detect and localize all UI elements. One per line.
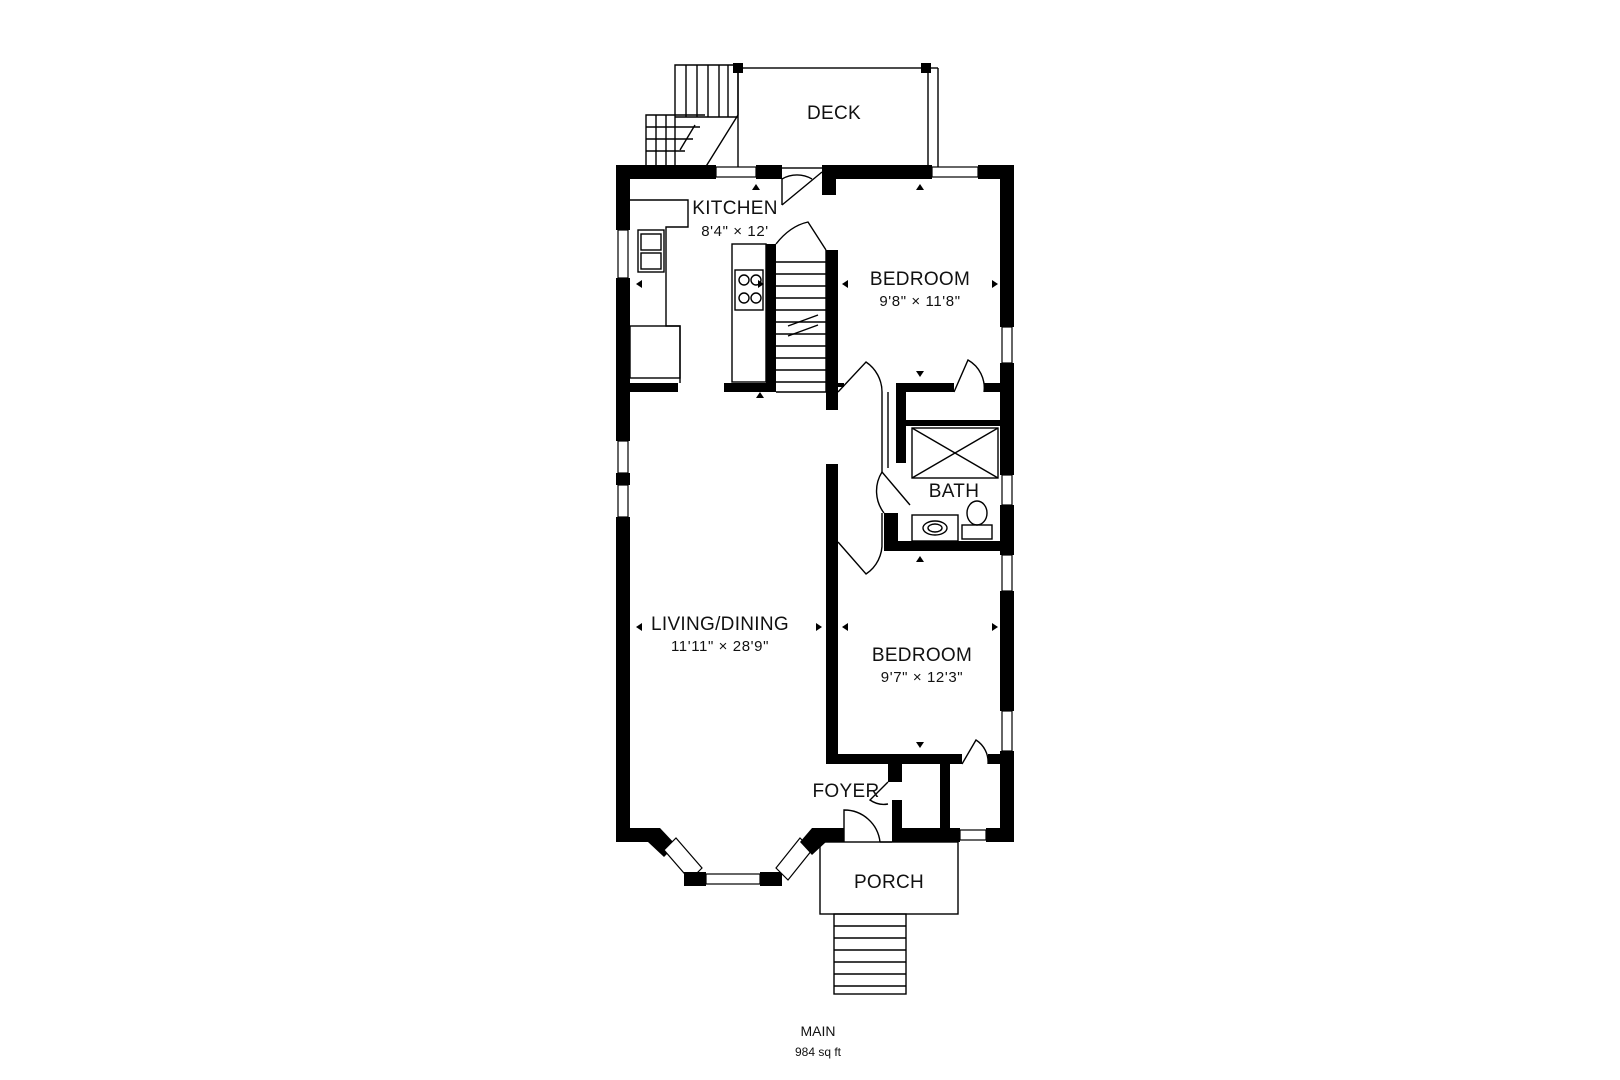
doors bbox=[781, 171, 989, 843]
floor-name: MAIN bbox=[801, 1023, 836, 1039]
kitchen-fixtures bbox=[629, 199, 767, 383]
exterior-walls bbox=[616, 165, 1014, 886]
bedroom-lower-dimensions: 9'7" × 12'3" bbox=[881, 669, 963, 686]
kitchen-label: KITCHEN bbox=[692, 198, 778, 219]
toilet-icon bbox=[966, 500, 988, 526]
interior-walls bbox=[630, 165, 1004, 828]
bath-fixtures bbox=[911, 427, 999, 542]
sink-basin bbox=[640, 233, 662, 251]
stove-icon bbox=[734, 269, 764, 311]
bedroom-upper-label: BEDROOM bbox=[870, 269, 970, 290]
shower-icon bbox=[911, 427, 999, 479]
bedroom-lower-label: BEDROOM bbox=[872, 645, 972, 666]
bath-label: BATH bbox=[929, 481, 979, 502]
rear-stairs bbox=[645, 64, 739, 169]
living-dining-label: LIVING/DINING bbox=[651, 614, 789, 635]
foyer-label: FOYER bbox=[813, 781, 880, 802]
deck-label: DECK bbox=[807, 103, 861, 124]
bedroom-upper-dimensions: 9'8" × 11'8" bbox=[879, 293, 960, 310]
floor-area: 984 sq ft bbox=[795, 1045, 842, 1059]
living-dining-dimensions: 11'11" × 28'9" bbox=[671, 638, 769, 655]
dimension-ticks bbox=[636, 184, 998, 748]
sink-icon bbox=[922, 520, 948, 536]
porch-area bbox=[819, 841, 959, 995]
interior-stairs bbox=[775, 221, 827, 393]
kitchen-dimensions: 8'4" × 12' bbox=[701, 223, 769, 240]
porch-label: PORCH bbox=[854, 872, 924, 893]
